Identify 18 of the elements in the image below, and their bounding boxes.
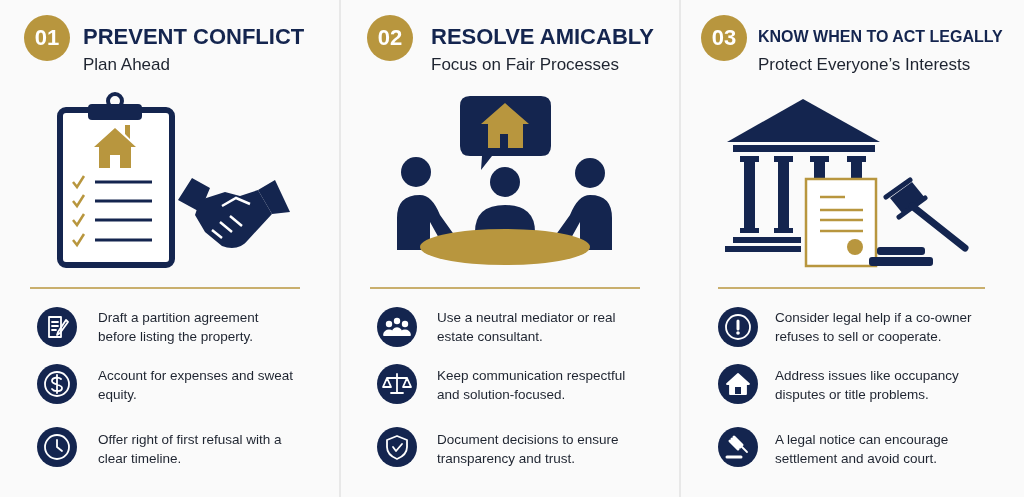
bullet-text: A legal notice can encourage settlement and avoid court. xyxy=(775,431,950,468)
bullet-text: Account for expenses and sweat equity. xyxy=(98,367,295,404)
subheading: Protect Everyone’s Interests xyxy=(758,55,971,75)
subheading: Focus on Fair Processes xyxy=(431,55,619,75)
heading: RESOLVE AMICABLY xyxy=(431,24,654,50)
bullet-text: Consider legal help if a co-owner refuses to sell or cooperate. xyxy=(775,309,973,346)
bullet-text: Address issues like occupancy disputes or title problems. xyxy=(775,367,960,404)
number-badge: 01 xyxy=(24,15,70,61)
bullet-text: Document decisions to ensure transparency and trust. xyxy=(437,431,620,468)
subheading: Plan Ahead xyxy=(83,55,170,75)
bullet-text: Draft a partition agreement before listing the property. xyxy=(98,309,260,346)
number-badge: 02 xyxy=(367,15,413,61)
heading: KNOW WHEN TO ACT LEGALLY xyxy=(758,27,1003,47)
heading: PREVENT CONFLICT xyxy=(83,24,305,50)
bullet-text: Keep communication respectful and solution-focused. xyxy=(437,367,627,404)
bullet-text: Use a neutral mediator or real estate consultant. xyxy=(437,309,617,346)
number-badge: 03 xyxy=(701,15,747,61)
bullet-text: Offer right of first refusal with a clear timeline. xyxy=(98,431,283,468)
